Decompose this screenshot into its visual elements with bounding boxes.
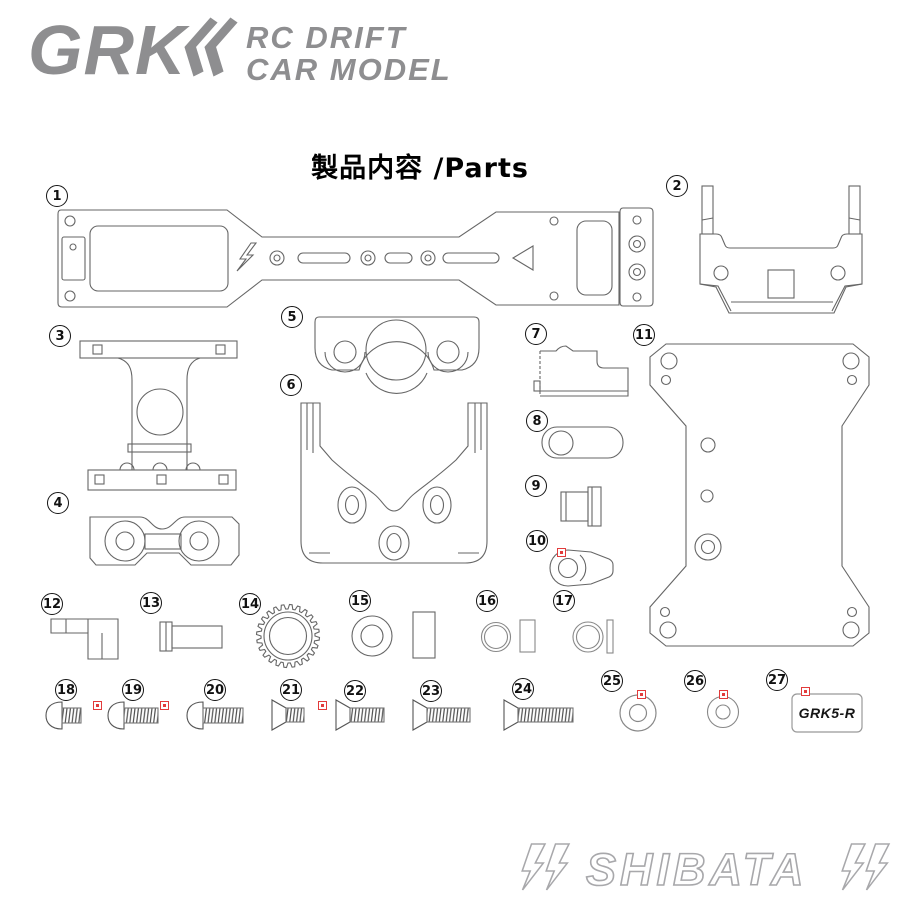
brand-line2: CAR MODEL <box>246 52 452 87</box>
part-13-drawing <box>159 621 223 652</box>
part-8-drawing <box>541 426 624 459</box>
part-18-drawing <box>45 701 82 730</box>
part-17-drawing <box>572 619 614 654</box>
grk-logo-text: GRK <box>28 11 190 89</box>
part-label-4: 4 <box>47 492 69 514</box>
part-26-drawing <box>706 695 740 729</box>
part-label-17: 17 <box>553 590 575 612</box>
red-marker <box>160 701 169 710</box>
red-marker <box>557 548 566 557</box>
part-label-7: 7 <box>525 323 547 345</box>
part-label-9: 9 <box>525 475 547 497</box>
part-15-drawing <box>351 611 436 659</box>
part-label-26: 26 <box>684 670 706 692</box>
part-label-8: 8 <box>526 410 548 432</box>
part-23-drawing <box>412 699 471 731</box>
lightning-bolts-right-icon <box>841 843 891 891</box>
shibata-logo-text: SHIBATA <box>586 844 807 895</box>
part-16-drawing <box>480 619 536 653</box>
part-label-14: 14 <box>239 593 261 615</box>
part-label-19: 19 <box>122 679 144 701</box>
part-label-20: 20 <box>204 679 226 701</box>
part-label-21: 21 <box>280 679 302 701</box>
part-label-18: 18 <box>55 679 77 701</box>
part-label-24: 24 <box>512 678 534 700</box>
part-6-drawing <box>300 402 488 564</box>
part-label-25: 25 <box>601 670 623 692</box>
part-label-27: 27 <box>766 669 788 691</box>
part-label-10: 10 <box>526 530 548 552</box>
part-label-5: 5 <box>281 306 303 328</box>
part-10-drawing <box>549 549 614 587</box>
part-label-23: 23 <box>420 680 442 702</box>
grk-logo: GRK RC DRIFT CAR MODEL <box>28 11 452 89</box>
part-label-11: 11 <box>633 324 655 346</box>
part-24-drawing <box>503 699 574 731</box>
red-marker <box>637 690 646 699</box>
part-label-15: 15 <box>349 590 371 612</box>
red-marker <box>93 701 102 710</box>
part-label-12: 12 <box>41 593 63 615</box>
part-4-drawing <box>89 516 240 566</box>
part-9-drawing <box>560 486 602 527</box>
part-label-22: 22 <box>344 680 366 702</box>
part-1-drawing <box>57 207 654 308</box>
part-label-3: 3 <box>49 325 71 347</box>
grk-logo-chevrons-icon <box>184 17 238 77</box>
lightning-bolts-left-icon <box>521 843 571 891</box>
part-label-6: 6 <box>280 374 302 396</box>
part-27-drawing: GRK5-R <box>791 693 863 733</box>
part-label-13: 13 <box>140 592 162 614</box>
red-marker <box>318 701 327 710</box>
part-21-drawing <box>271 699 305 731</box>
part-25-drawing <box>619 694 657 732</box>
part-label-2: 2 <box>666 175 688 197</box>
part-2-drawing <box>699 185 863 314</box>
part-label-16: 16 <box>476 590 498 612</box>
part-12-drawing <box>50 618 119 660</box>
part-20-drawing <box>186 701 244 730</box>
part-11-drawing <box>649 343 870 647</box>
part-7-drawing <box>533 345 629 397</box>
part-3-drawing <box>79 340 238 491</box>
part-22-drawing <box>335 699 385 731</box>
sticker-text: GRK5-R <box>799 705 856 721</box>
part-5-drawing <box>314 316 480 394</box>
part-19-drawing <box>107 701 159 730</box>
red-marker <box>801 687 810 696</box>
shibata-logo: SHIBATA <box>521 843 891 895</box>
part-14-drawing <box>255 603 321 669</box>
part-label-1: 1 <box>46 185 68 207</box>
brand-line1: RC DRIFT <box>246 20 408 55</box>
red-marker <box>719 690 728 699</box>
page-title: 製品内容 /Parts <box>311 153 529 184</box>
